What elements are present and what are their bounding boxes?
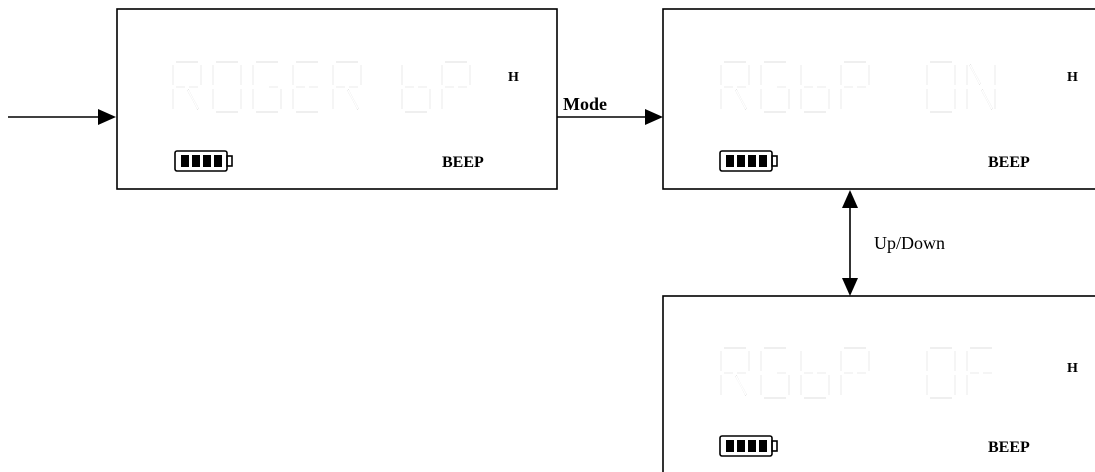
lcd-text-line2 bbox=[926, 347, 992, 399]
lcd-glyph bbox=[760, 347, 790, 399]
lcd-glyph bbox=[401, 65, 431, 113]
lcd-text-line1 bbox=[720, 61, 870, 113]
lcd-glyph bbox=[292, 61, 318, 113]
lcd-text-line2 bbox=[926, 61, 996, 113]
lcd-screen-roger-bp: H BEEP bbox=[116, 8, 558, 190]
beep-indicator: BEEP bbox=[988, 154, 1030, 171]
lcd-glyph bbox=[966, 64, 996, 110]
lcd-glyph bbox=[926, 347, 956, 399]
lcd-screen-rgbp-on: H BEEP bbox=[662, 8, 1095, 190]
mode-mark: H bbox=[1067, 70, 1078, 85]
lcd-glyph bbox=[720, 61, 750, 110]
beep-indicator: BEEP bbox=[988, 439, 1030, 456]
mode-mark: H bbox=[508, 70, 519, 85]
lcd-glyph bbox=[800, 65, 830, 113]
lcd-glyph bbox=[332, 61, 362, 110]
lcd-glyph bbox=[212, 61, 242, 113]
entry-arrow bbox=[8, 109, 116, 125]
lcd-glyph bbox=[441, 61, 471, 109]
updown-label: Up/Down bbox=[874, 233, 945, 253]
updown-arrow bbox=[842, 190, 858, 296]
mode-label: Mode bbox=[563, 94, 607, 114]
lcd-text-line2 bbox=[401, 61, 471, 113]
lcd-text-line1 bbox=[172, 61, 362, 113]
battery-icon bbox=[174, 150, 233, 172]
lcd-glyph bbox=[926, 61, 956, 113]
lcd-glyph bbox=[252, 61, 282, 113]
lcd-screen-rgbp-off: H BEEP bbox=[662, 295, 1095, 472]
lcd-glyph bbox=[760, 61, 790, 113]
beep-indicator: BEEP bbox=[442, 154, 484, 171]
battery-icon bbox=[719, 435, 778, 457]
lcd-glyph bbox=[966, 347, 992, 395]
battery-icon bbox=[719, 150, 778, 172]
lcd-glyph bbox=[720, 347, 750, 396]
lcd-text-line1 bbox=[720, 347, 870, 399]
mode-mark: H bbox=[1067, 361, 1078, 376]
mode-arrow bbox=[557, 109, 663, 125]
lcd-glyph bbox=[172, 61, 202, 110]
lcd-glyph bbox=[840, 347, 870, 395]
lcd-glyph bbox=[800, 351, 830, 399]
lcd-glyph bbox=[840, 61, 870, 109]
